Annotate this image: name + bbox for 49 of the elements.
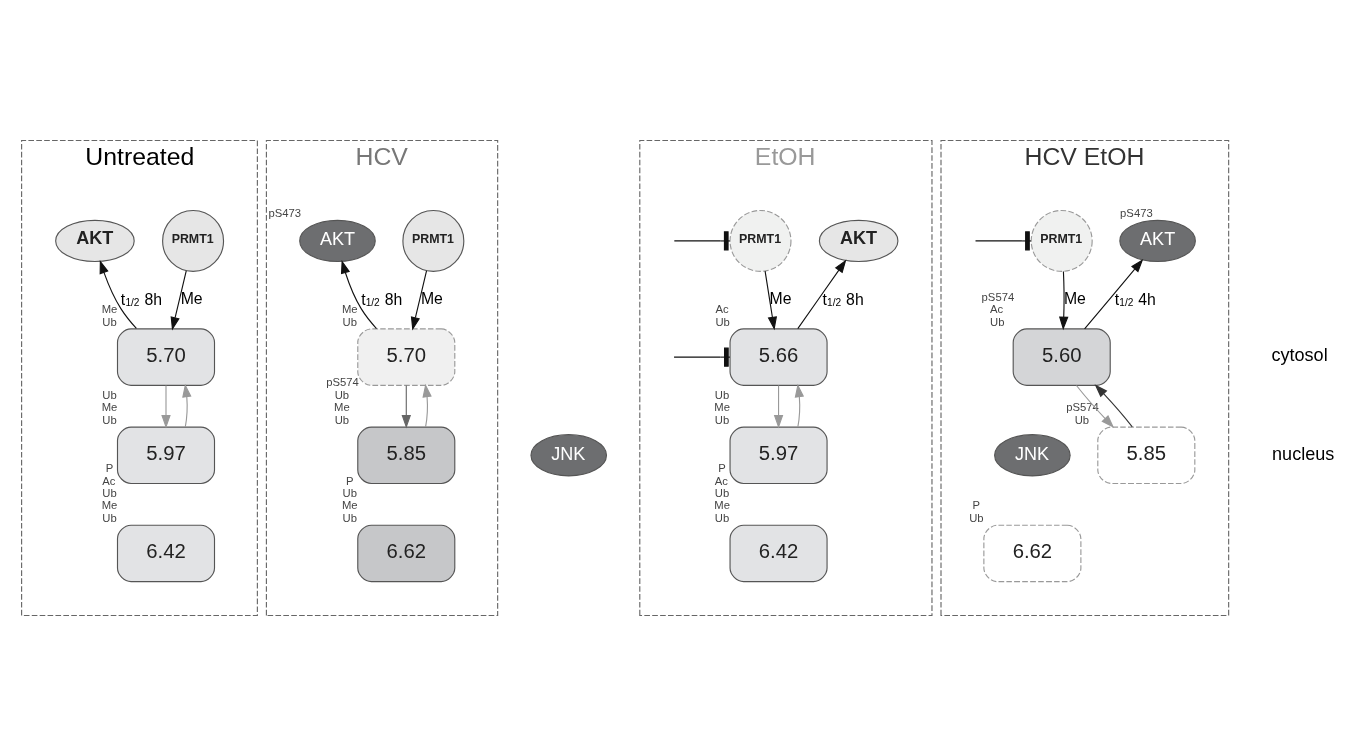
node-label: P xyxy=(718,462,726,475)
node-label: Ub xyxy=(714,511,730,524)
edge-label: Me xyxy=(1063,290,1086,308)
node-label: Me xyxy=(341,303,358,316)
node-label: Ub xyxy=(334,413,350,426)
node-label: pS473 xyxy=(1120,206,1153,219)
node-label: Me xyxy=(101,303,118,316)
node-label: Ub xyxy=(102,511,117,524)
node-label: Ub xyxy=(990,315,1005,328)
node-label: Me xyxy=(101,499,118,512)
node-label: Ac xyxy=(990,303,1004,316)
node-label: Me xyxy=(714,499,730,512)
node-label: Ub xyxy=(342,511,357,524)
edge-label: t1/2 8h xyxy=(120,290,163,309)
node-label: Me xyxy=(714,401,730,414)
node-label: Ub xyxy=(102,487,117,500)
node-label: Ub xyxy=(714,388,730,401)
edge-label: Me xyxy=(420,290,443,308)
edge-label: Me xyxy=(769,290,792,308)
node-label: Ub xyxy=(715,315,730,328)
node-label: Ub xyxy=(102,388,117,401)
node-label: Ub xyxy=(342,315,357,328)
node-label: Ub xyxy=(714,487,730,500)
node-label: Ub xyxy=(102,413,117,426)
node-label: Ub xyxy=(342,487,357,500)
node-label: pS473 xyxy=(268,206,301,219)
node-label: pS574 xyxy=(326,376,359,389)
edge-label: t1/2 8h xyxy=(361,290,403,309)
label: cytosol xyxy=(1271,345,1328,366)
label: nucleus xyxy=(1272,443,1335,464)
node-label: pS574 xyxy=(981,290,1015,303)
node-label: Ub xyxy=(1074,413,1090,426)
node-label: P xyxy=(972,499,981,512)
node-label: Me xyxy=(341,499,358,512)
node-label: P xyxy=(105,462,114,475)
node-label: Ub xyxy=(102,315,117,328)
edge-label: t1/2 8h xyxy=(822,290,864,309)
node-label: Me xyxy=(334,401,350,414)
edge-label: t1/2 4h xyxy=(1114,290,1156,309)
node-label: Ub xyxy=(714,413,730,426)
node-label: Ac xyxy=(102,474,116,487)
node-label: Ac xyxy=(715,303,729,316)
node-label: pS574 xyxy=(1066,401,1099,414)
node-label: P xyxy=(345,474,354,487)
node-label: Ac xyxy=(714,474,728,487)
node-label: Me xyxy=(101,401,118,414)
edge-label: Me xyxy=(180,290,203,308)
node-label: Ub xyxy=(969,511,984,524)
node-label: Ub xyxy=(334,388,350,401)
